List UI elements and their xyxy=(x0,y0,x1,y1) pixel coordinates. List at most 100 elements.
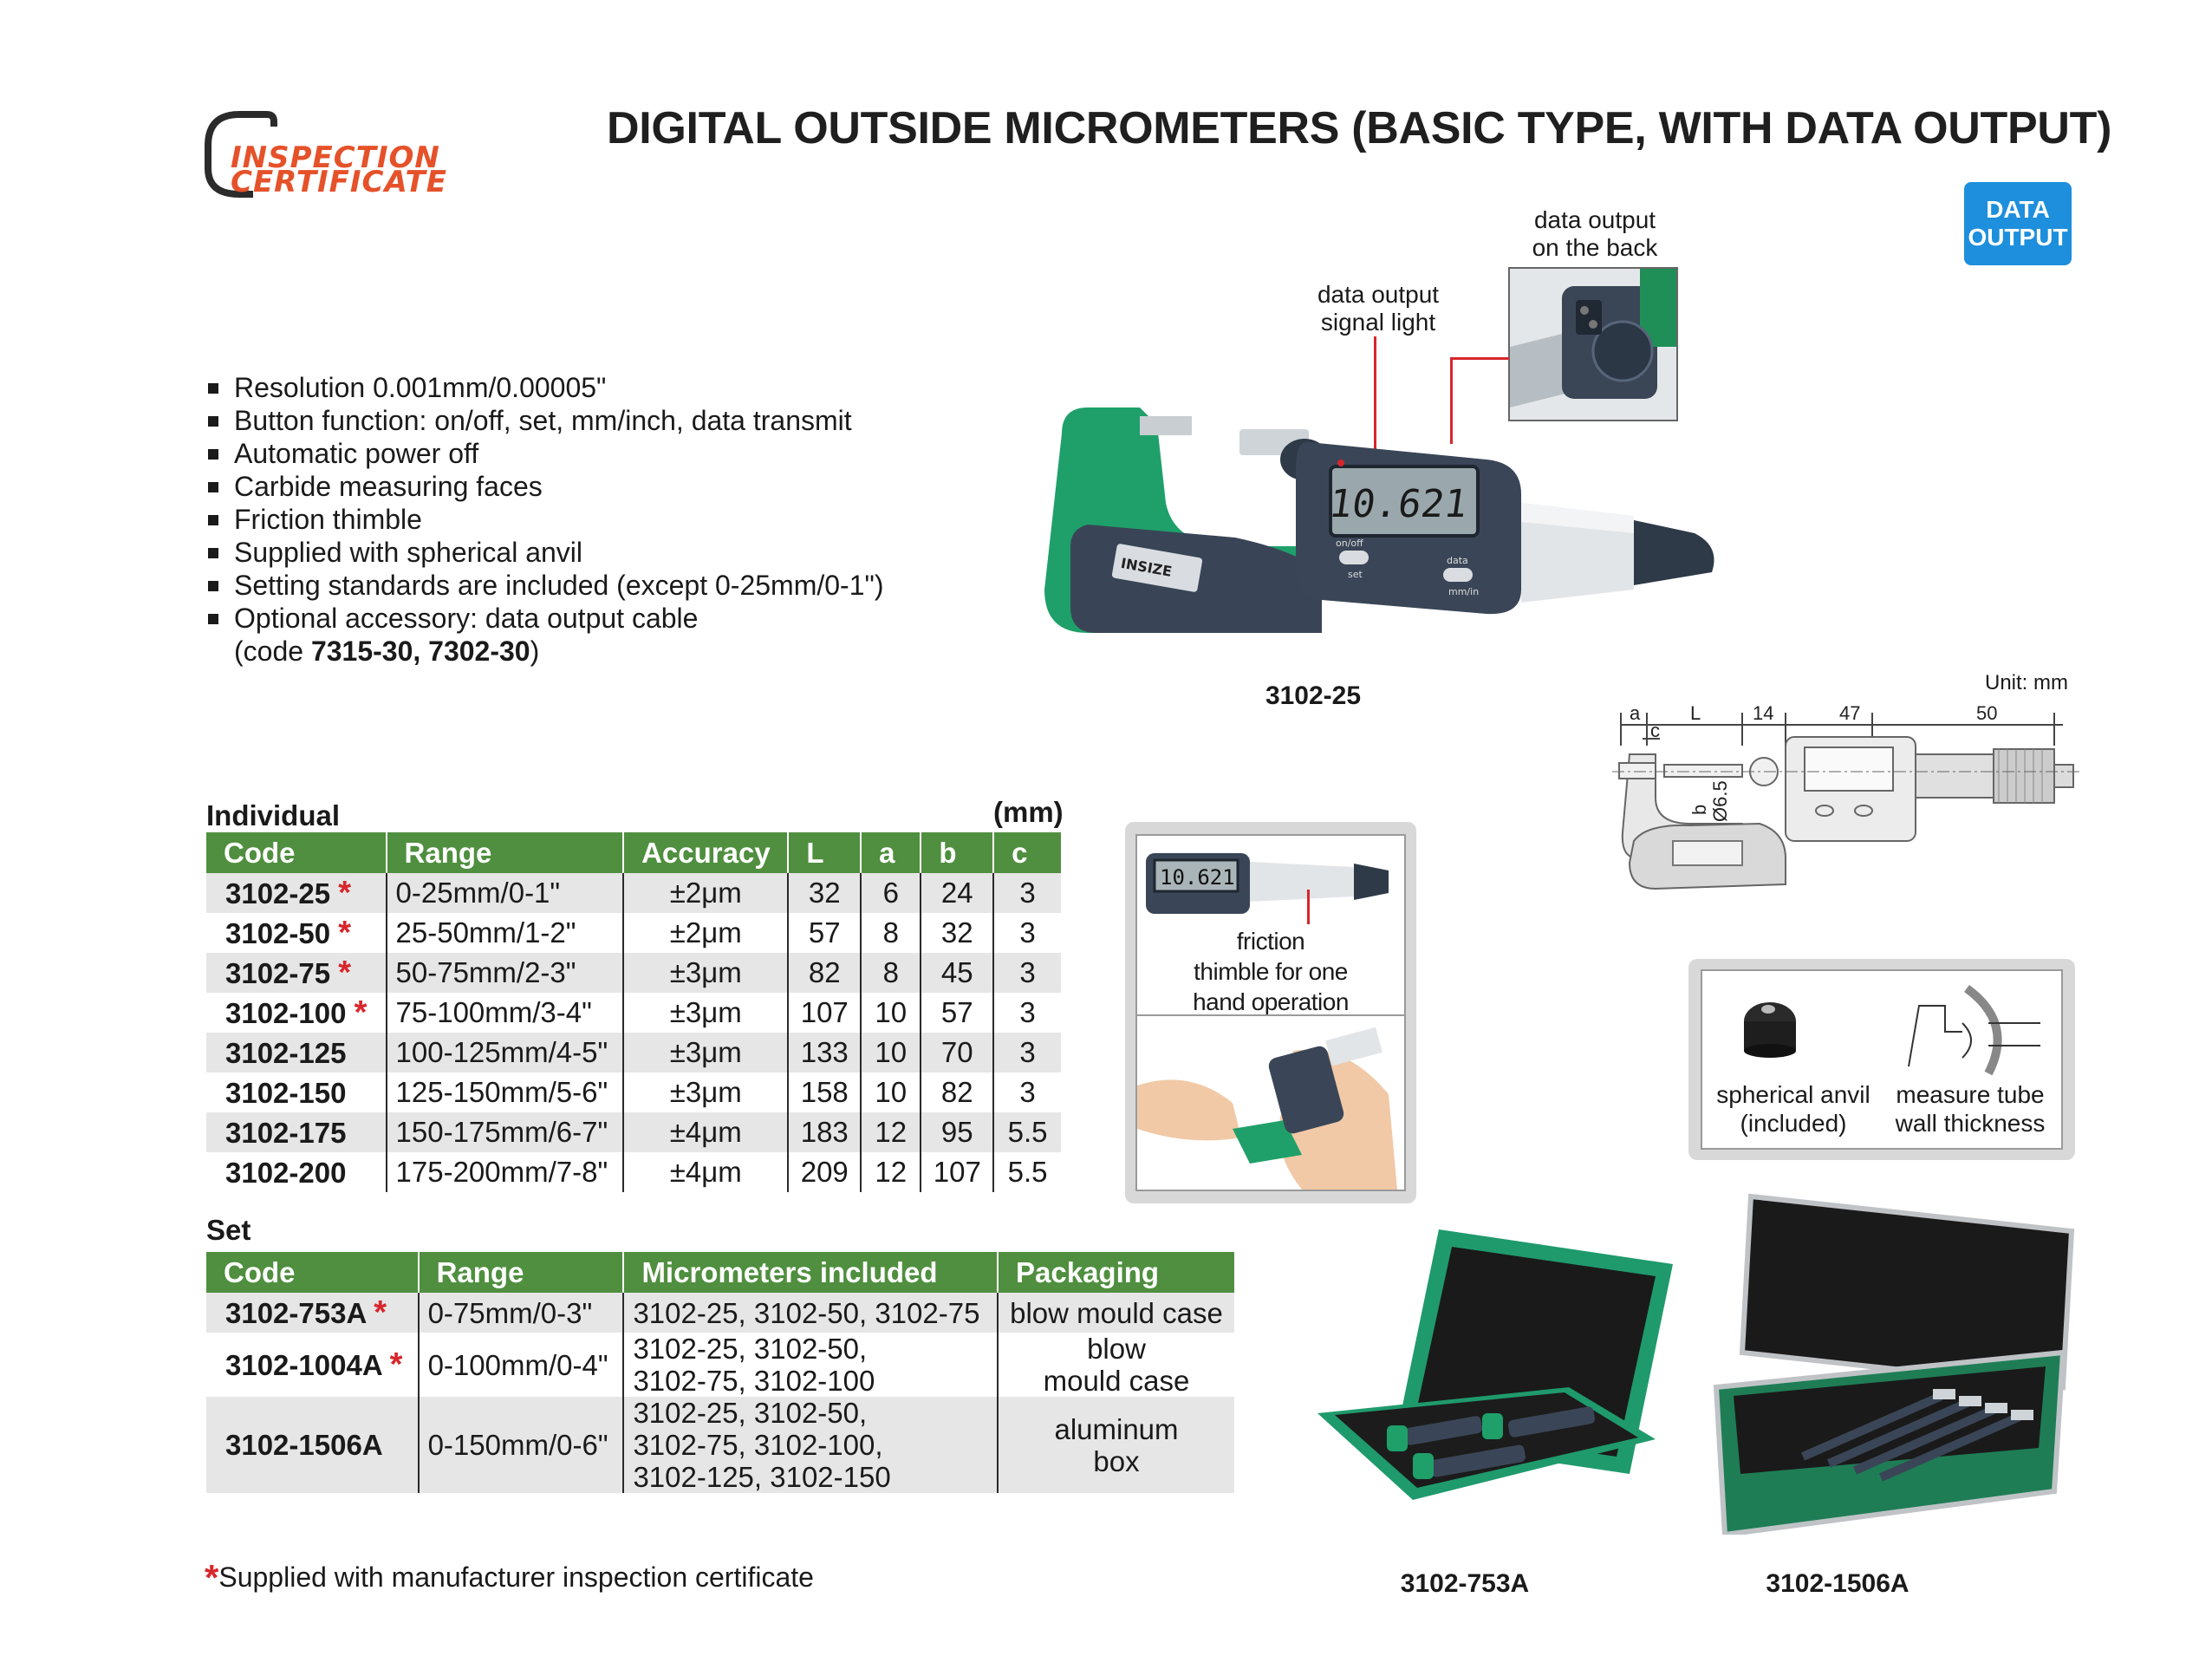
cell-range: 75-100mm/3-4" xyxy=(386,993,625,1033)
svg-text:on/off: on/off xyxy=(1336,538,1363,549)
cell-range: 50-75mm/2-3" xyxy=(386,953,625,993)
feature-item: Setting standards are included (except 0… xyxy=(208,569,884,602)
cell-included: 3102-25, 3102-50, 3102-75 xyxy=(623,1293,999,1333)
footnote-star: * xyxy=(205,1557,219,1598)
cell-range: 0-25mm/0-1" xyxy=(386,873,625,913)
certificate-frame-icon xyxy=(205,111,277,198)
cell-c: 3 xyxy=(993,1072,1061,1112)
col-range: Range xyxy=(418,1252,625,1293)
cell-c: 5.5 xyxy=(993,1112,1061,1152)
spherical-anvil-panel: spherical anvil (included) measure tube … xyxy=(1688,959,2075,1160)
cell-L: 82 xyxy=(788,953,862,993)
cell-included: 3102-25, 3102-50,3102-75, 3102-100 xyxy=(623,1333,999,1397)
svg-text:set: set xyxy=(1348,569,1363,580)
cell-L: 107 xyxy=(788,993,862,1033)
cell-code: 3102-175 xyxy=(206,1112,387,1152)
cell-code: 3102-1506A xyxy=(206,1397,420,1493)
cell-c: 3 xyxy=(993,953,1061,993)
feature-item: Button function: on/off, set, mm/inch, d… xyxy=(208,404,884,437)
feature-item: Friction thimble xyxy=(208,503,884,536)
aluminum-box-icon xyxy=(1713,1193,2075,1538)
cell-L: 133 xyxy=(788,1033,862,1072)
hand-holding-micrometer-icon xyxy=(1137,1016,1404,1190)
cell-range: 0-150mm/0-6" xyxy=(418,1397,625,1493)
callout-data-output-back: data output on the back xyxy=(1532,206,1658,261)
on-off-button xyxy=(1339,551,1369,564)
unit-mm-label: (mm) xyxy=(993,796,1064,828)
cell-accuracy: ±3μm xyxy=(623,1072,790,1112)
footnote-text: Supplied with manufacturer inspection ce… xyxy=(218,1561,814,1593)
cell-code: 3102-1004A * xyxy=(206,1333,420,1397)
digital-micrometer-icon: INSIZE 10.621 on/off set data mm/in xyxy=(1044,407,1714,633)
cell-b: 45 xyxy=(921,953,995,993)
certificate-star: * xyxy=(338,954,352,991)
data-output-back-inset xyxy=(1508,267,1678,421)
cell-accuracy: ±2μm xyxy=(623,873,790,913)
badge-line2: OUTPUT xyxy=(1968,224,2068,251)
svg-text:10.621: 10.621 xyxy=(1160,865,1235,890)
svg-text:mm/in: mm/in xyxy=(1448,586,1479,597)
certificate-star: * xyxy=(374,1294,387,1331)
table-row: 3102-1506A 0-150mm/0-6"3102-25, 3102-50,… xyxy=(206,1397,1234,1493)
data-output-badge: DATA OUTPUT xyxy=(1964,182,2072,265)
data-button xyxy=(1443,568,1473,582)
unit-label: Unit: mm xyxy=(1985,671,2068,694)
cell-accuracy: ±3μm xyxy=(623,953,790,993)
svg-text:data: data xyxy=(1447,555,1468,566)
cell-code: 3102-75 * xyxy=(206,953,387,993)
cell-code: 3102-25 * xyxy=(206,873,387,913)
svg-text:L: L xyxy=(1690,702,1701,724)
cell-accuracy: ±4μm xyxy=(623,1112,790,1152)
friction-thimble-image: 10.621 friction thimble for one hand ope… xyxy=(1135,834,1406,1018)
feature-item: Automatic power off xyxy=(208,437,884,470)
table-header-row: Code Range Accuracy L a b c xyxy=(206,832,1061,873)
friction-thimble-panel: 10.621 friction thimble for one hand ope… xyxy=(1125,822,1416,1203)
cell-a: 6 xyxy=(861,873,922,913)
blow-mould-case-icon xyxy=(1317,1229,1673,1500)
cell-L: 32 xyxy=(788,873,862,913)
cell-code: 3102-200 xyxy=(206,1152,387,1192)
cell-range: 100-125mm/4-5" xyxy=(386,1033,625,1072)
table-row: 3102-1004A *0-100mm/0-4"3102-25, 3102-50… xyxy=(206,1333,1234,1397)
col-range: Range xyxy=(386,832,625,873)
col-packaging: Packaging xyxy=(998,1252,1234,1293)
cell-packaging: blow mould case xyxy=(998,1293,1234,1333)
col-accuracy: Accuracy xyxy=(623,832,790,873)
cell-b: 82 xyxy=(921,1072,995,1112)
cell-b: 32 xyxy=(921,913,995,953)
page-title: DIGITAL OUTSIDE MICROMETERS (BASIC TYPE,… xyxy=(607,103,2112,153)
cell-L: 183 xyxy=(788,1112,862,1152)
col-a: a xyxy=(861,832,922,873)
table-row: 3102-753A *0-75mm/0-3"3102-25, 3102-50, … xyxy=(206,1293,1234,1333)
tube-wall-caption: measure tube wall thickness xyxy=(1895,1081,2046,1137)
cell-c: 3 xyxy=(993,1033,1061,1072)
cell-code: 3102-753A * xyxy=(206,1293,420,1333)
feature-item: Carbide measuring faces xyxy=(208,470,884,503)
case-3102-753A-image xyxy=(1309,1222,1673,1509)
individual-table: Code Range Accuracy L a b c 3102-25 *0-2… xyxy=(206,832,1061,1192)
inspection-certificate-logo: INSPECTION CERTIFICATE xyxy=(205,111,456,198)
one-hand-operation-photo xyxy=(1135,1014,1406,1191)
feature-item: Supplied with spherical anvil xyxy=(208,536,884,569)
thimble-closeup-icon: 10.621 xyxy=(1146,853,1389,914)
feature-item: Optional accessory: data output cable xyxy=(208,602,884,635)
svg-text:b: b xyxy=(1688,805,1710,815)
product-caption: 3102-25 xyxy=(1265,681,1362,710)
footnote: *Supplied with manufacturer inspection c… xyxy=(205,1557,814,1599)
cell-range: 175-200mm/7-8" xyxy=(386,1152,625,1192)
svg-text:14: 14 xyxy=(1753,702,1773,724)
cell-c: 5.5 xyxy=(993,1152,1061,1192)
certificate-star: * xyxy=(338,914,352,951)
svg-text:47: 47 xyxy=(1839,702,1860,724)
cell-code: 3102-150 xyxy=(206,1072,387,1112)
micrometer-outline-icon: a L 14 47 50 c b Ø6.5 xyxy=(1612,702,2080,890)
cell-b: 24 xyxy=(921,873,995,913)
cell-a: 12 xyxy=(861,1152,922,1192)
cell-code: 3102-125 xyxy=(206,1033,387,1072)
svg-text:c: c xyxy=(1650,720,1660,741)
certificate-star: * xyxy=(354,994,368,1031)
